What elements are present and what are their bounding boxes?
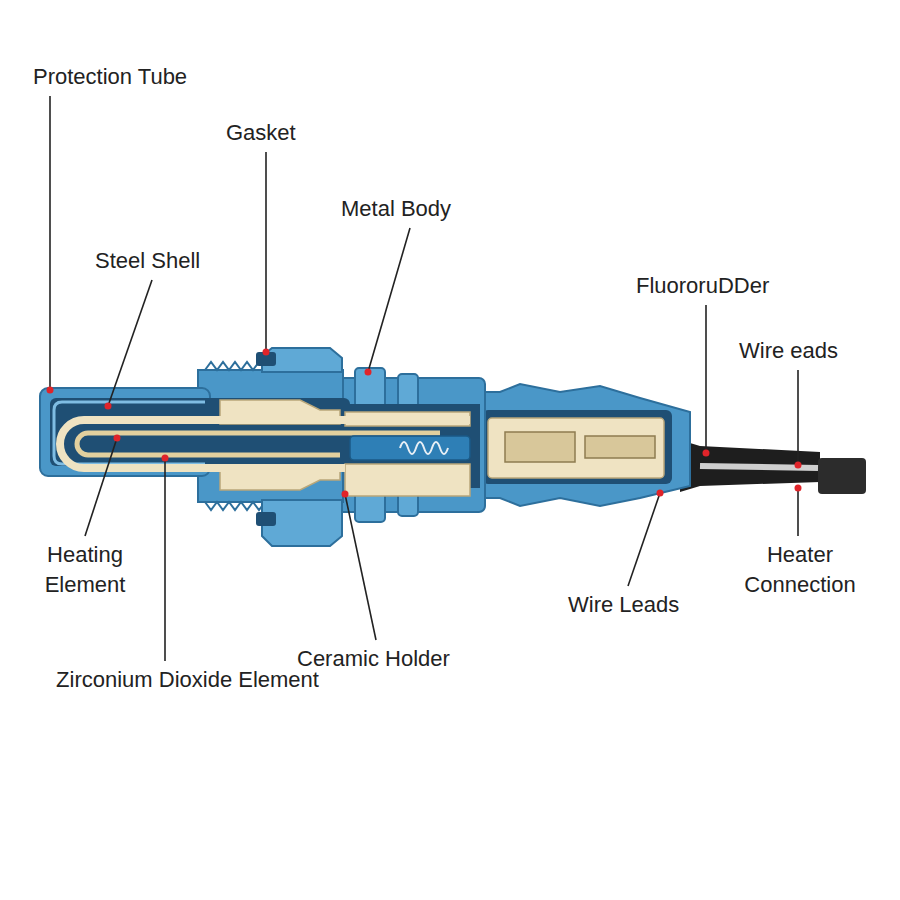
part-label: FluororuDDer <box>636 271 769 301</box>
leader-dot <box>263 349 270 356</box>
leader-dots <box>47 349 802 498</box>
contact-sleeve <box>350 436 470 460</box>
rear-connector <box>488 418 664 478</box>
cable-sleeve <box>680 440 820 492</box>
leader-line <box>797 488 799 536</box>
part-label: Heating Element <box>20 540 150 600</box>
leader-dot <box>114 435 121 442</box>
ceramic-holder <box>345 464 470 496</box>
leader-line <box>797 370 799 465</box>
part-label: Zirconium Dioxide Element <box>55 665 320 695</box>
leader-dot <box>703 450 710 457</box>
gasket-ring <box>256 512 276 526</box>
leader-line <box>49 96 51 390</box>
cable-end <box>818 458 866 494</box>
leader-line <box>85 438 117 536</box>
leader-line <box>164 458 166 661</box>
leader-dot <box>162 455 169 462</box>
contact-spring <box>400 442 448 454</box>
leader-dot <box>795 485 802 492</box>
leader-dot <box>365 369 372 376</box>
rear-cavity <box>482 410 672 484</box>
leader-line <box>108 280 152 406</box>
zirconia-element <box>60 420 470 468</box>
part-label: Protection Tube <box>33 62 187 92</box>
leader-dot <box>342 491 349 498</box>
part-label: Wire Leads <box>568 590 679 620</box>
leader-dot <box>105 403 112 410</box>
thread <box>205 502 265 510</box>
part-label: Heater Connection <box>720 540 880 600</box>
part-label: Steel Shell <box>95 246 200 276</box>
terminal <box>505 432 575 462</box>
part-label: Ceramic Holder <box>297 644 450 674</box>
leader-lines <box>50 96 798 661</box>
leader-dot <box>47 387 54 394</box>
leader-line <box>265 152 267 352</box>
terminal <box>585 436 655 458</box>
leader-line <box>345 494 376 640</box>
rear-housing <box>470 384 690 506</box>
part-label: Gasket <box>226 118 296 148</box>
leader-line <box>368 228 410 372</box>
leader-line <box>705 305 707 453</box>
leader-dot <box>657 490 664 497</box>
part-label: Wire eads <box>739 336 838 366</box>
leader-line <box>628 493 660 586</box>
leader-dot <box>795 462 802 469</box>
part-label: Metal Body <box>341 194 451 224</box>
thread <box>205 362 265 370</box>
